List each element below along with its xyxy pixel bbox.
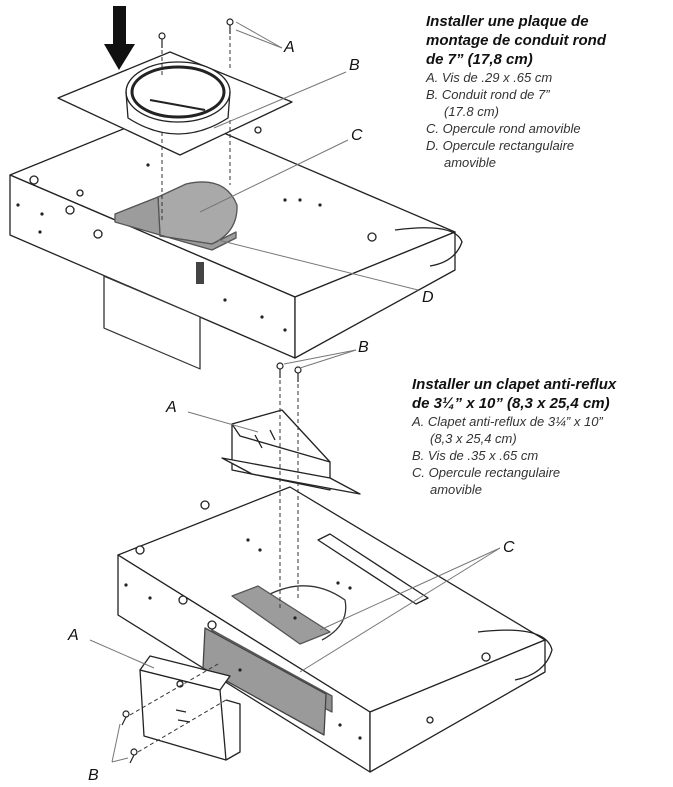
bottom-callout-b-top: B — [358, 339, 369, 356]
bottom-rect-knockout-top — [231, 585, 331, 645]
bottom-screw-left-2 — [129, 748, 138, 764]
top-caption-title-line-1: Installer une plaque de — [426, 13, 589, 30]
top-caption-item-continuation: amovible — [444, 155, 497, 170]
bottom-callout-a-left: A — [67, 627, 79, 644]
top-caption-title-line-3: de 7” (17,8 cm) — [426, 51, 533, 68]
bottom-callout-labels: B A C A B — [67, 339, 515, 784]
top-callout-a: A — [283, 39, 295, 56]
top-control-panel — [103, 275, 201, 370]
top-caption-item: A. Vis de .29 x .65 cm — [426, 70, 553, 85]
bottom-leader-lines — [89, 349, 501, 763]
round-duct-top — [125, 61, 231, 123]
bottom-hood-front-lip — [477, 629, 553, 681]
down-arrow-icon — [104, 6, 135, 70]
bottom-caption: Installer un clapet anti-reflux de 3¼” x… — [412, 375, 670, 498]
top-damper-flange — [221, 457, 361, 495]
top-screw-right — [226, 18, 234, 34]
bottom-hood-illustration — [117, 409, 553, 773]
bottom-caption-item: C. Opercule rectangulaire — [412, 465, 561, 480]
top-keyholes — [29, 126, 377, 242]
top-knob-1 — [65, 205, 75, 215]
bottom-caption-item-continuation: (8,3 x 25,4 cm) — [430, 431, 517, 446]
top-caption-item: B. Conduit rond de 7” — [426, 87, 550, 102]
bottom-screw-top-1 — [276, 362, 284, 378]
bottom-knob-2 — [207, 620, 217, 630]
bottom-rivets — [124, 538, 362, 740]
bottom-knob-1 — [178, 595, 188, 605]
bottom-callout-b-left: B — [88, 767, 99, 784]
top-hood-side-face — [294, 231, 456, 359]
top-screw-left — [158, 32, 166, 48]
top-round-knockout — [157, 181, 238, 245]
top-callout-c: C — [351, 127, 363, 144]
top-caption-title-line-2: montage de conduit rond — [426, 32, 606, 49]
bottom-vent-slot — [317, 533, 429, 605]
top-leader-lines — [199, 21, 419, 291]
top-caption-item-continuation: (17.8 cm) — [444, 104, 499, 119]
top-callout-d: D — [422, 289, 434, 306]
top-caption-item: D. Opercule rectangulaire — [426, 138, 575, 153]
bottom-screws — [121, 362, 302, 764]
top-screws — [158, 18, 234, 48]
left-damper-flange — [139, 655, 231, 691]
top-callout-b: B — [349, 57, 360, 74]
top-hood-front-lip — [394, 227, 463, 267]
top-caption: Installer une plaque de montage de condu… — [426, 12, 666, 171]
bottom-callout-c: C — [503, 539, 515, 556]
round-duct-body — [125, 91, 231, 135]
top-light-switch — [196, 262, 204, 284]
top-guide-lines — [161, 36, 231, 220]
bottom-caption-title-line-2: de 3¼” x 10” (8,3 x 25,4 cm) — [412, 395, 610, 412]
bottom-round-knockout — [269, 585, 347, 641]
bottom-hood-side-face — [369, 639, 546, 773]
bottom-caption-item-continuation: amovible — [430, 482, 483, 497]
round-duct-inner — [130, 65, 226, 119]
top-caption-item: C. Opercule rond amovible — [426, 121, 581, 136]
bottom-guide-lines — [129, 380, 299, 753]
bottom-keyholes — [135, 500, 491, 724]
bottom-screw-top-2 — [294, 366, 302, 382]
top-rect-knockout — [114, 196, 237, 251]
top-knob-2 — [93, 229, 103, 239]
bottom-caption-item: A. Clapet anti-reflux de 3¼” x 10” — [412, 414, 603, 429]
top-hood-illustration — [9, 51, 463, 370]
bottom-screw-left-1 — [121, 710, 130, 726]
bottom-callout-a-top: A — [165, 399, 177, 416]
bottom-caption-title-line-1: Installer un clapet anti-reflux — [412, 376, 617, 393]
top-callout-labels: A B C D — [283, 39, 434, 306]
bottom-caption-item: B. Vis de .35 x .65 cm — [412, 448, 539, 463]
